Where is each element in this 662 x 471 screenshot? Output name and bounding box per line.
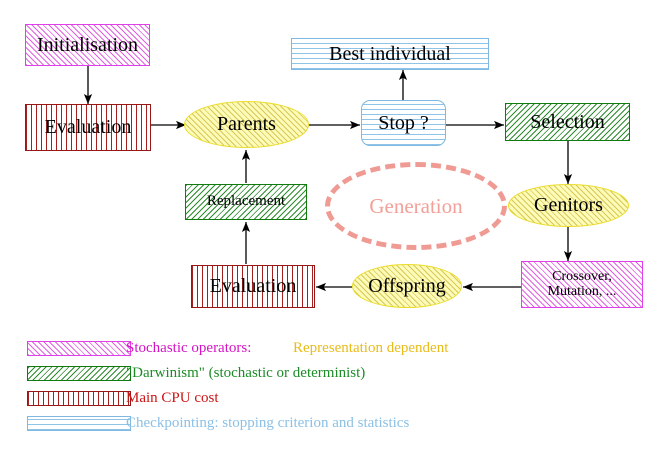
node-replacement[interactable]: Replacement: [185, 184, 307, 220]
node-offspring-label: Offspring: [368, 274, 446, 297]
node-crossover-mutation[interactable]: Crossover, Mutation, ...: [521, 261, 643, 308]
node-parents-label: Parents: [217, 113, 276, 136]
node-offspring[interactable]: Offspring: [352, 264, 462, 308]
node-genitors[interactable]: Genitors: [508, 184, 629, 227]
node-initialisation-label: Initialisation: [36, 33, 139, 56]
legend-label-main-cpu-cost: Main CPU cost: [126, 390, 219, 406]
legend-row-darwinism: "Darwinism" (stochastic or determinist): [0, 361, 662, 386]
legend-label-darwinism: "Darwinism" (stochastic or determinist): [126, 365, 366, 381]
node-selection-label: Selection: [530, 110, 605, 133]
legend-label-stochastic-operators: Stochastic operators:: [126, 340, 252, 356]
node-crossover-mutation-label: Crossover, Mutation, ...: [547, 268, 617, 299]
node-evaluation-top[interactable]: Evaluation: [25, 104, 151, 151]
node-selection[interactable]: Selection: [505, 103, 630, 141]
legend-swatch-red: [27, 391, 131, 406]
node-parents[interactable]: Parents: [184, 101, 309, 148]
legend-swatch-green: [27, 366, 131, 381]
node-generation-label: Generation: [369, 193, 463, 218]
legend-label-representation-dependent: Representation dependent: [293, 340, 449, 356]
node-stop-label: Stop ?: [378, 111, 429, 134]
node-genitors-label: Genitors: [534, 194, 603, 217]
legend-swatch-blue: [27, 416, 131, 431]
node-best-individual-label: Best individual: [329, 42, 451, 65]
legend-row-stochastic-operators: Stochastic operators: Representation dep…: [0, 336, 662, 361]
node-stop[interactable]: Stop ?: [361, 100, 446, 146]
legend-label-checkpointing: Checkpointing: stopping criterion and st…: [126, 415, 410, 431]
legend-row-main-cpu-cost: Main CPU cost: [0, 386, 662, 411]
node-generation: Generation: [325, 162, 507, 250]
node-initialisation[interactable]: Initialisation: [25, 24, 150, 66]
node-evaluation-bottom-label: Evaluation: [209, 275, 297, 298]
node-evaluation-bottom[interactable]: Evaluation: [191, 265, 315, 308]
legend: Stochastic operators: Representation dep…: [0, 336, 662, 436]
legend-swatch-magenta: [27, 341, 131, 356]
node-evaluation-top-label: Evaluation: [44, 116, 132, 139]
node-best-individual[interactable]: Best individual: [291, 38, 489, 70]
legend-row-checkpointing: Checkpointing: stopping criterion and st…: [0, 411, 662, 436]
node-replacement-label: Replacement: [206, 193, 286, 210]
